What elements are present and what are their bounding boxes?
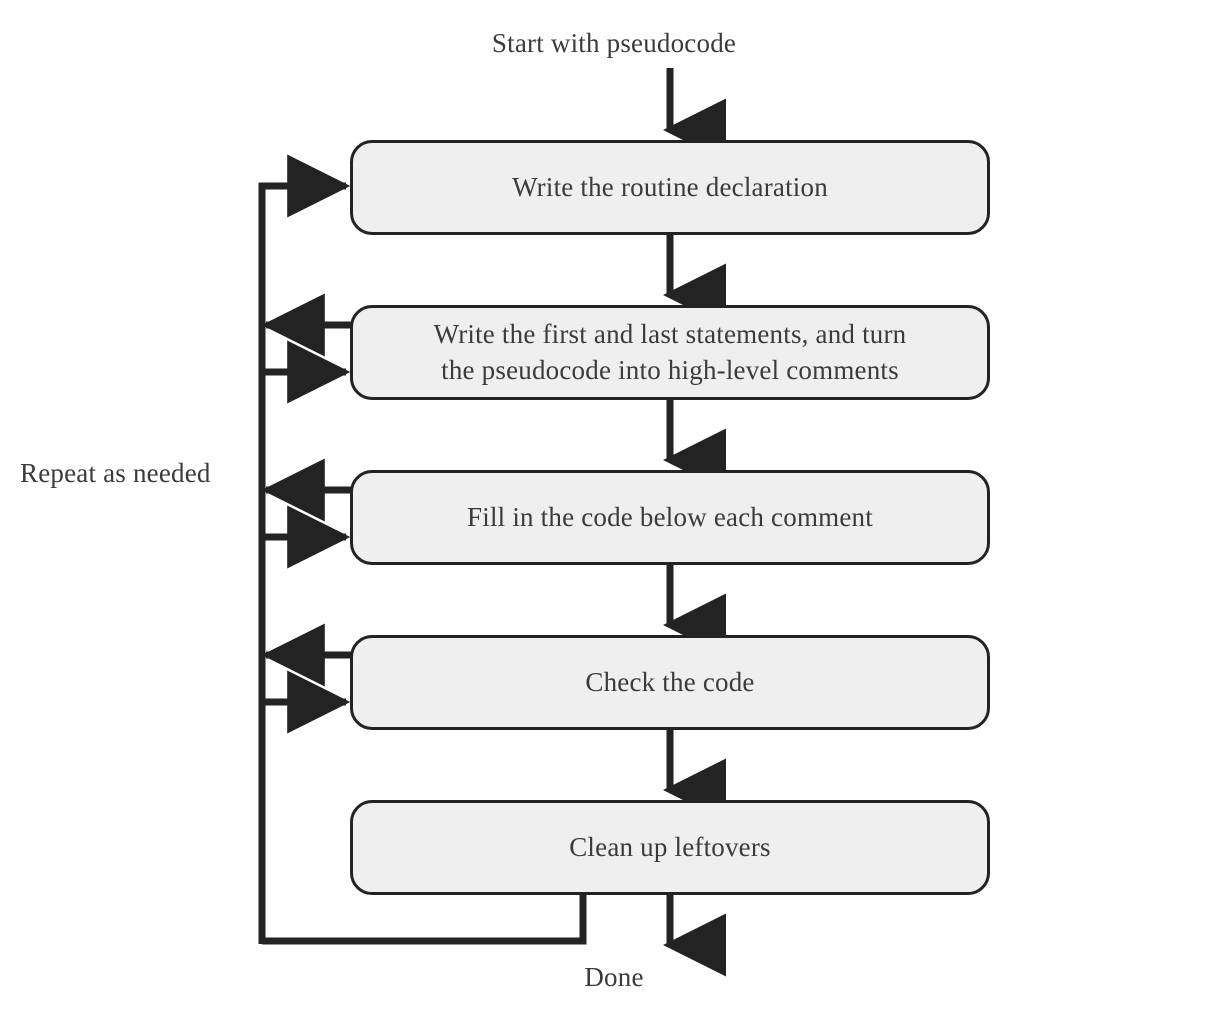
node-line: Write the first and last statements, and… [433, 319, 907, 350]
node-write-first-last-statements[interactable]: Write the first and last statements, and… [350, 305, 990, 400]
node-clean-up-leftovers[interactable]: Clean up leftovers [350, 800, 990, 895]
node-write-routine-declaration[interactable]: Write the routine declaration [350, 140, 990, 235]
loop-annotation-label: Repeat as needed [20, 458, 211, 488]
node-line: Write the routine declaration [512, 171, 828, 202]
node-line: Clean up leftovers [569, 831, 771, 862]
edge-box5-return-to-spine [262, 893, 587, 945]
node-check-the-code[interactable]: Check the code [350, 635, 990, 730]
node-line: Check the code [585, 666, 755, 697]
node-line: the pseudocode into high-level comments [441, 354, 899, 385]
done-label: Done [584, 962, 644, 992]
node-line: Fill in the code below each comment [467, 501, 873, 532]
start-label: Start with pseudocode [491, 28, 737, 58]
node-fill-in-code[interactable]: Fill in the code below each comment [350, 470, 990, 565]
